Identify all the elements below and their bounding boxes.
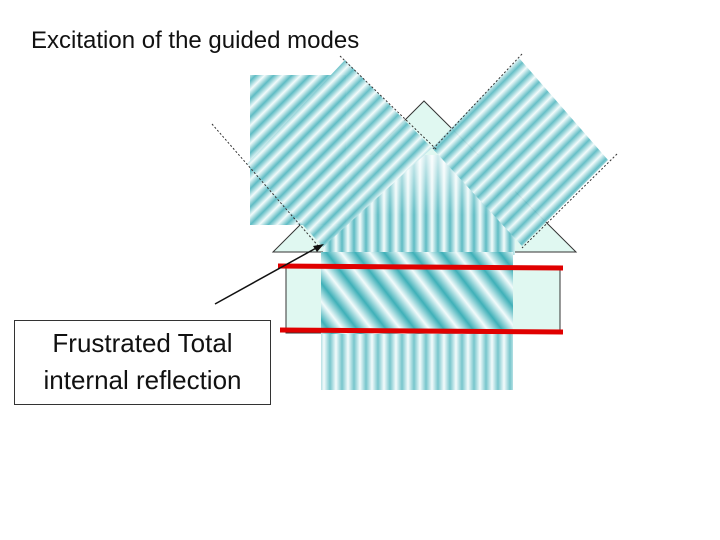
callout-box: Frustrated Total internal reflection [14,320,271,405]
incident-beam-band [247,60,432,247]
callout-arrow [214,246,319,305]
callout-line-2: internal reflection [43,365,242,395]
callout-line-1: Frustrated Total [52,328,233,358]
beam-edge-left [211,123,321,249]
page-title: Excitation of the guided modes [31,27,360,54]
beam-edge-top-left [339,55,438,151]
substrate-field [321,334,513,390]
arrowhead [313,244,324,252]
lower-boundary-line [279,327,564,335]
outgoing-beam-band [432,58,608,246]
beam-edge-top-right [431,53,523,151]
upper-boundary-line [277,263,564,271]
